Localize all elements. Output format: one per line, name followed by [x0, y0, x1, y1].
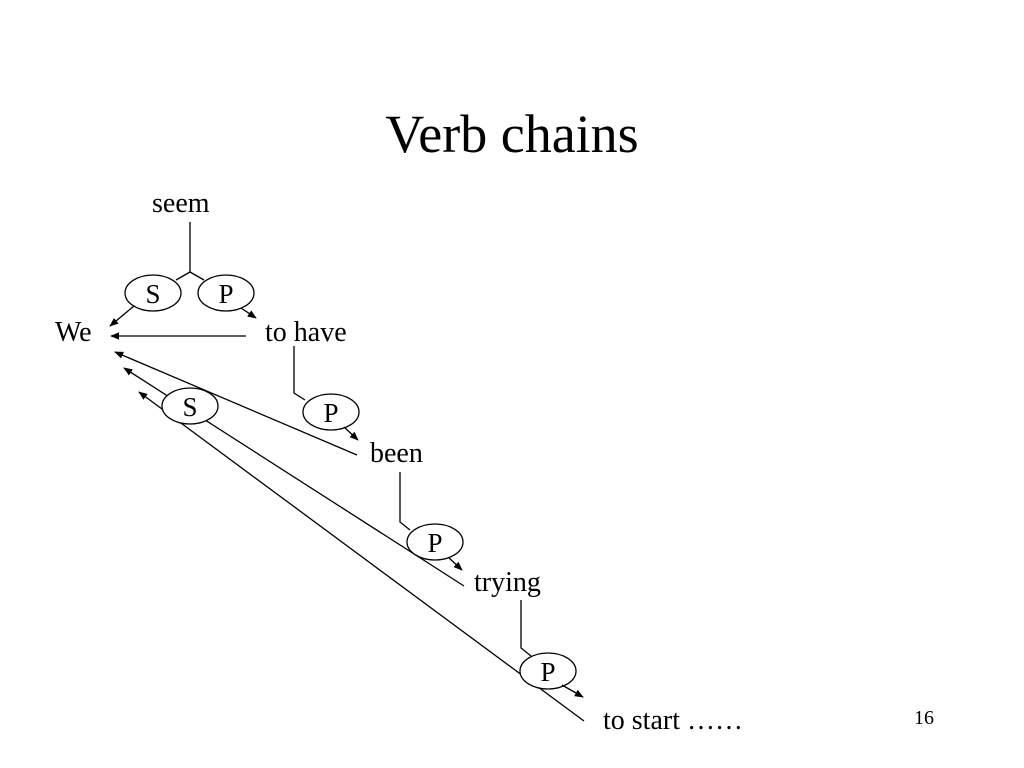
svg-text:S: S — [182, 392, 197, 422]
relation-node-s-shared: S — [161, 387, 219, 425]
svg-text:P: P — [540, 657, 555, 687]
arrow-been-predicate-to-trying — [447, 556, 463, 571]
arrow-to-start-to-we — [138, 391, 585, 722]
seem-branch — [175, 222, 205, 281]
word-seem: seem — [152, 188, 210, 219]
word-trying: trying — [474, 567, 541, 598]
svg-text:P: P — [323, 398, 338, 428]
relation-node-p-been: P — [406, 523, 464, 561]
arrow-trying-predicate-to-start — [561, 684, 584, 698]
word-to-have: to have — [265, 317, 347, 348]
arrow-to-have-predicate-to-been — [343, 426, 359, 441]
word-we: We — [55, 317, 92, 348]
word-been: been — [370, 438, 423, 469]
stem-trying — [520, 600, 532, 657]
arrow-seem-subject-to-we — [109, 305, 135, 327]
relation-node-p-trying: P — [519, 652, 577, 690]
word-to-start: to start …… — [603, 705, 743, 736]
slide-title: Verb chains — [385, 104, 639, 164]
page-number: 16 — [914, 707, 934, 729]
svg-text:S: S — [145, 279, 160, 309]
svg-text:P: P — [427, 528, 442, 558]
relation-node-p-to-have: P — [302, 393, 360, 431]
svg-text:P: P — [218, 279, 233, 309]
relation-node-p-seem: P — [197, 274, 255, 312]
stem-to-have — [293, 346, 306, 401]
arrow-been-to-we — [114, 351, 358, 456]
stem-been — [399, 472, 411, 531]
relation-node-s-seem: S — [124, 274, 182, 312]
arrow-seem-predicate-to-have — [240, 307, 257, 319]
